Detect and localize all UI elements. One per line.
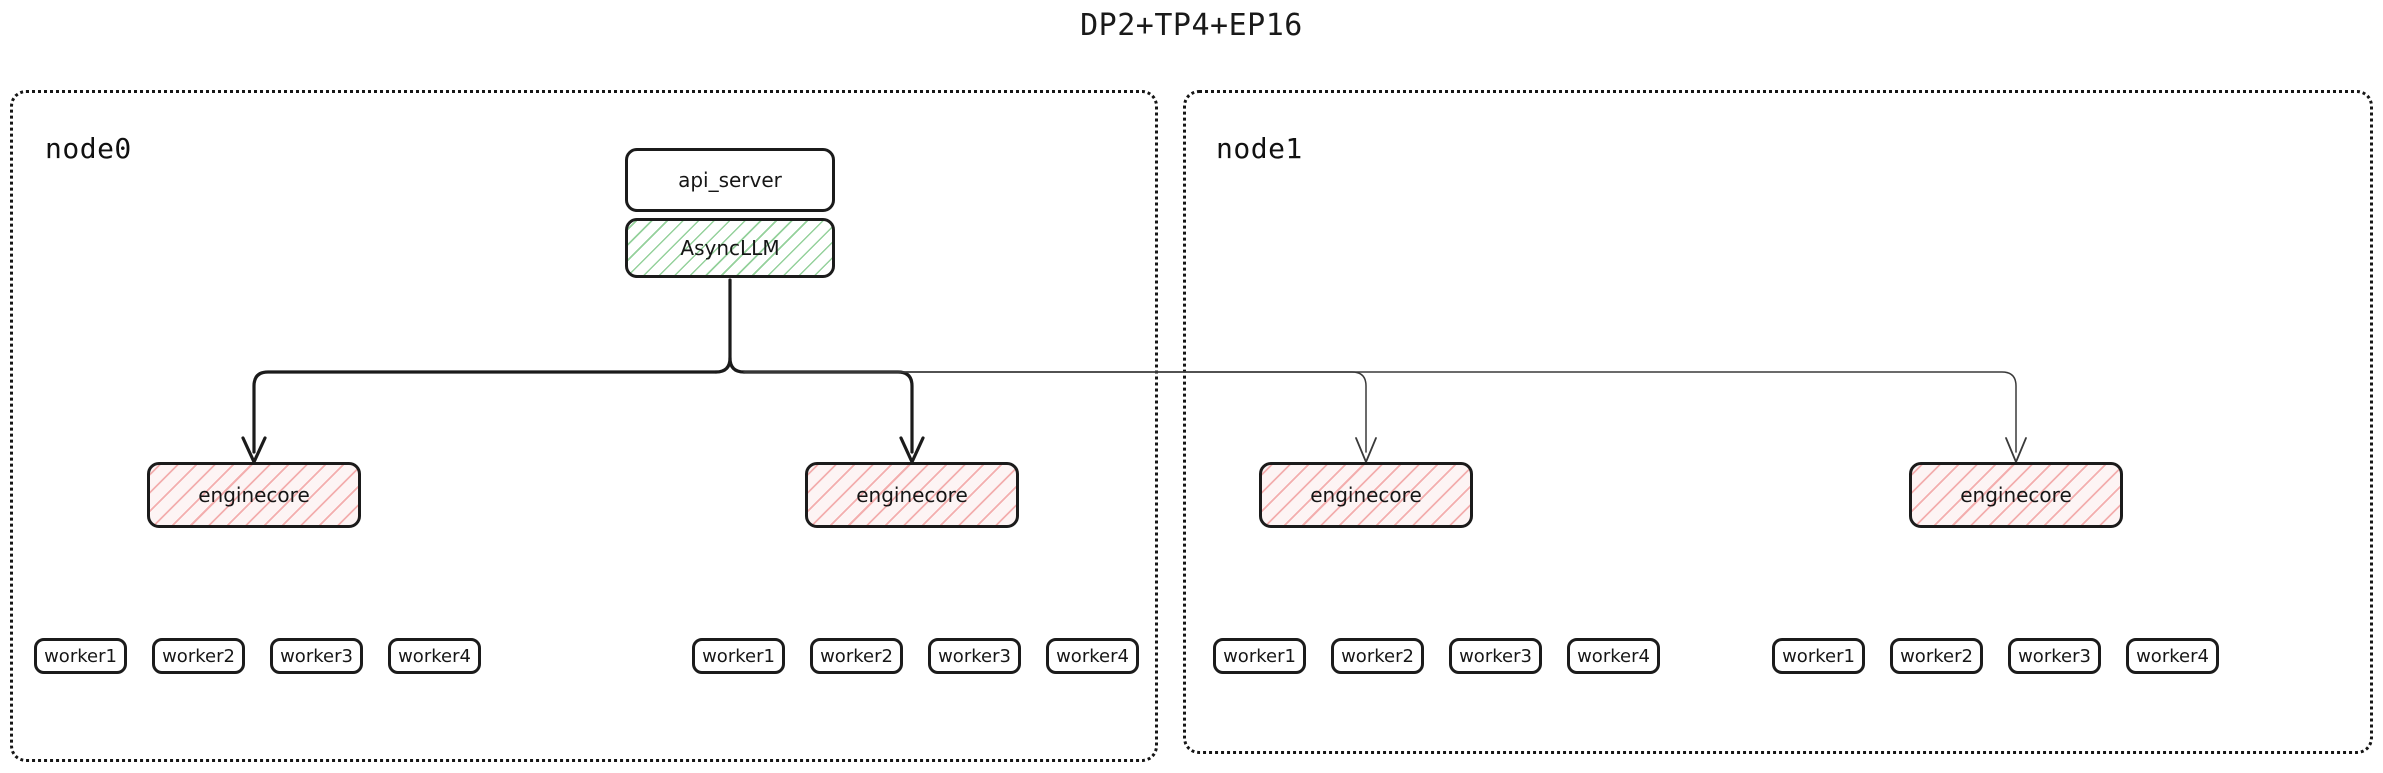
node1-group0-worker1[interactable]: worker1: [1213, 638, 1306, 674]
worker-label: worker2: [1341, 645, 1414, 667]
node1-group1-worker4[interactable]: worker4: [2126, 638, 2219, 674]
api-server-box[interactable]: api_server: [625, 148, 835, 212]
worker-label: worker1: [1782, 645, 1855, 667]
node0-label: node0: [45, 132, 132, 165]
node1-enginecore-0[interactable]: enginecore: [1259, 462, 1473, 528]
worker-label: worker2: [820, 645, 893, 667]
worker-label: worker4: [1056, 645, 1129, 667]
worker-label: worker1: [44, 645, 117, 667]
node0-enginecore-0[interactable]: enginecore: [147, 462, 361, 528]
node0-group1-worker4[interactable]: worker4: [1046, 638, 1139, 674]
asyncllm-label: AsyncLLM: [680, 236, 780, 260]
node0-group0-worker4[interactable]: worker4: [388, 638, 481, 674]
node1-group1-worker3[interactable]: worker3: [2008, 638, 2101, 674]
worker-label: worker4: [1577, 645, 1650, 667]
enginecore-label: enginecore: [198, 483, 310, 507]
worker-label: worker1: [1223, 645, 1296, 667]
worker-label: worker3: [280, 645, 353, 667]
node1-group1-worker2[interactable]: worker2: [1890, 638, 1983, 674]
node1-group0-worker2[interactable]: worker2: [1331, 638, 1424, 674]
node0-enginecore-1[interactable]: enginecore: [805, 462, 1019, 528]
worker-label: worker2: [162, 645, 235, 667]
worker-label: worker4: [398, 645, 471, 667]
worker-label: worker4: [2136, 645, 2209, 667]
node1-enginecore-1[interactable]: enginecore: [1909, 462, 2123, 528]
node0-group1-worker3[interactable]: worker3: [928, 638, 1021, 674]
node0-group0-worker2[interactable]: worker2: [152, 638, 245, 674]
page-title: DP2+TP4+EP16: [1080, 8, 1303, 43]
node1-group0-worker3[interactable]: worker3: [1449, 638, 1542, 674]
worker-label: worker2: [1900, 645, 1973, 667]
asyncllm-box[interactable]: AsyncLLM: [625, 218, 835, 278]
node0-group0-worker1[interactable]: worker1: [34, 638, 127, 674]
enginecore-label: enginecore: [1960, 483, 2072, 507]
node1-label: node1: [1216, 132, 1303, 165]
node1-group1-worker1[interactable]: worker1: [1772, 638, 1865, 674]
enginecore-label: enginecore: [856, 483, 968, 507]
worker-label: worker3: [1459, 645, 1532, 667]
node0-group0-worker3[interactable]: worker3: [270, 638, 363, 674]
node0-group1-worker2[interactable]: worker2: [810, 638, 903, 674]
node1-group0-worker4[interactable]: worker4: [1567, 638, 1660, 674]
enginecore-label: enginecore: [1310, 483, 1422, 507]
worker-label: worker3: [2018, 645, 2091, 667]
worker-label: worker1: [702, 645, 775, 667]
node0-group1-worker1[interactable]: worker1: [692, 638, 785, 674]
api-server-label: api_server: [678, 168, 782, 192]
worker-label: worker3: [938, 645, 1011, 667]
